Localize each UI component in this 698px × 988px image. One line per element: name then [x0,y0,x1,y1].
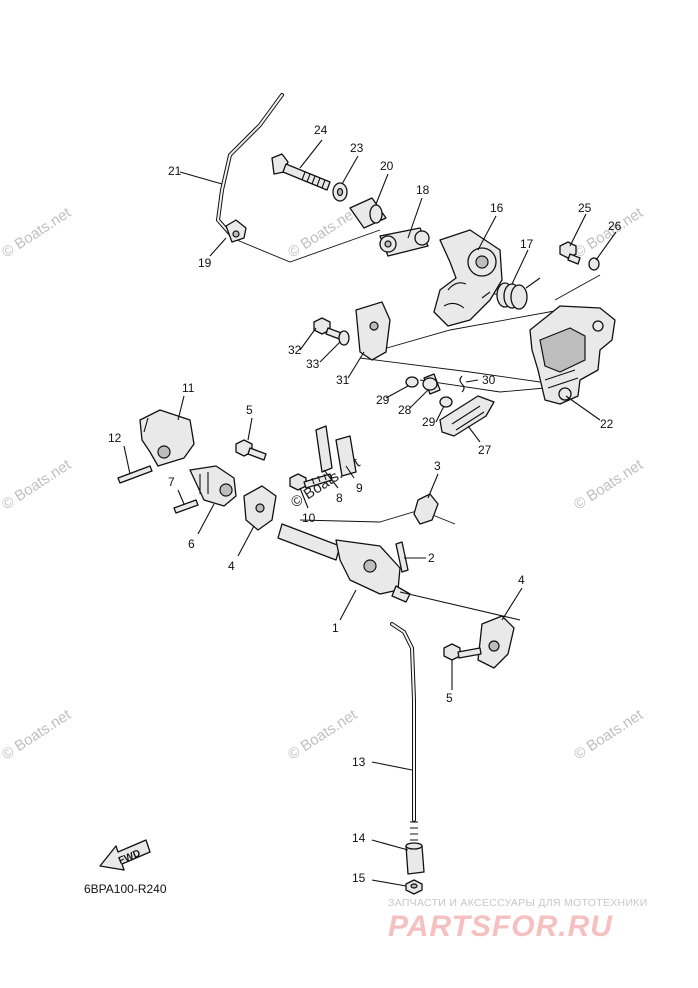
callout-5b[interactable]: 5 [446,691,453,705]
watermark: © Boats.net [571,456,647,514]
watermark: © Boats.net [285,204,361,262]
diagram-code: 6BPA100-R240 [84,882,167,896]
callout-17[interactable]: 17 [520,237,534,251]
callout-12[interactable]: 12 [108,431,122,445]
link-arm-18[interactable] [379,227,430,257]
washer-29b[interactable] [439,396,453,408]
callout-14[interactable]: 14 [352,831,366,845]
callout-32[interactable]: 32 [288,343,302,357]
partsfor-logo: ЗАПЧАСТИ И АКСЕССУАРЫ ДЛЯ МОТОТЕХНИКИ PA… [388,897,648,943]
bolt-25[interactable] [559,241,581,265]
bolt-24[interactable] [271,153,331,191]
watermark: © Boats.net [0,706,75,764]
callout-25[interactable]: 25 [578,201,592,215]
nut-15[interactable] [405,879,423,895]
shift-rod-13[interactable] [390,622,418,841]
callout-4b[interactable]: 4 [518,573,525,587]
callout-10[interactable]: 10 [302,511,316,525]
callout-15[interactable]: 15 [352,871,366,885]
plate-31[interactable] [355,301,391,361]
callout-5a[interactable]: 5 [246,403,253,417]
callout-3[interactable]: 3 [434,459,441,473]
pin-30[interactable] [459,375,465,393]
collar-28[interactable] [422,373,441,395]
callout-29a[interactable]: 29 [376,393,390,407]
callout-21[interactable]: 21 [168,164,182,178]
washer-26[interactable] [588,257,600,271]
callout-30[interactable]: 30 [482,373,496,387]
bracket-22[interactable] [529,305,616,405]
bolt-5b[interactable] [443,643,482,661]
callout-8[interactable]: 8 [336,491,343,505]
callout-1[interactable]: 1 [332,621,339,635]
callout-24[interactable]: 24 [314,123,328,137]
callout-33[interactable]: 33 [306,357,320,371]
callout-31[interactable]: 31 [336,373,350,387]
callout-22[interactable]: 22 [600,417,614,431]
callout-26[interactable]: 26 [608,219,622,233]
callout-18[interactable]: 18 [416,183,430,197]
shift-shaft-1[interactable] [277,523,521,621]
callout-19[interactable]: 19 [198,256,212,270]
callout-6[interactable]: 6 [188,537,195,551]
watermark: © Boats.net [0,456,75,514]
watermark: © Boats.net [0,204,75,262]
callout-7[interactable]: 7 [168,475,175,489]
bolt-5a[interactable] [235,439,267,461]
watermark: © Boats.net [285,706,361,764]
bracket-11[interactable] [139,409,195,467]
callout-2[interactable]: 2 [428,551,435,565]
collar-20[interactable] [349,197,387,229]
pin-7[interactable] [173,499,199,514]
watermarks: © Boats.net © Boats.net © Boats.net © Bo… [0,204,647,764]
callout-11[interactable]: 11 [182,381,195,395]
link-rod-21[interactable] [215,93,284,238]
callout-28[interactable]: 28 [398,403,412,417]
cam-lever-16[interactable] [433,229,503,327]
callout-23[interactable]: 23 [350,141,364,155]
watermark: © Boats.net [571,706,647,764]
spring-17[interactable] [481,277,541,310]
callout-16[interactable]: 16 [490,201,504,215]
lever-4b[interactable] [477,615,515,669]
joint-14[interactable] [405,842,425,875]
bolt-10[interactable] [289,473,333,491]
lever-4a[interactable] [243,485,277,531]
washer-29a[interactable] [405,376,419,388]
callout-29b[interactable]: 29 [422,415,436,429]
brand-name: PARTSFOR.RU [388,910,613,943]
leader-lines [123,139,617,887]
pin-12[interactable] [117,465,153,484]
rod-clip-19[interactable] [225,219,247,243]
callout-20[interactable]: 20 [380,159,394,173]
pin-2[interactable] [395,541,409,573]
callout-27[interactable]: 27 [478,443,492,457]
fwd-arrow-icon: FWD [99,839,151,871]
washer-33[interactable] [338,330,350,346]
callout-13[interactable]: 13 [352,755,366,769]
callout-labels: 21 19 24 23 20 18 16 17 25 26 22 32 33 3… [108,123,622,885]
brand-tagline: ЗАПЧАСТИ И АКСЕССУАРЫ ДЛЯ МОТОТЕХНИКИ [388,897,648,909]
slider-27[interactable] [439,395,495,437]
cam-6[interactable] [189,465,237,507]
washer-23-hole [336,187,344,197]
callout-9[interactable]: 9 [356,481,363,495]
callout-4a[interactable]: 4 [228,559,235,573]
clip-8[interactable] [315,425,333,473]
plate-9[interactable] [335,435,357,477]
clip-3[interactable] [413,493,439,525]
